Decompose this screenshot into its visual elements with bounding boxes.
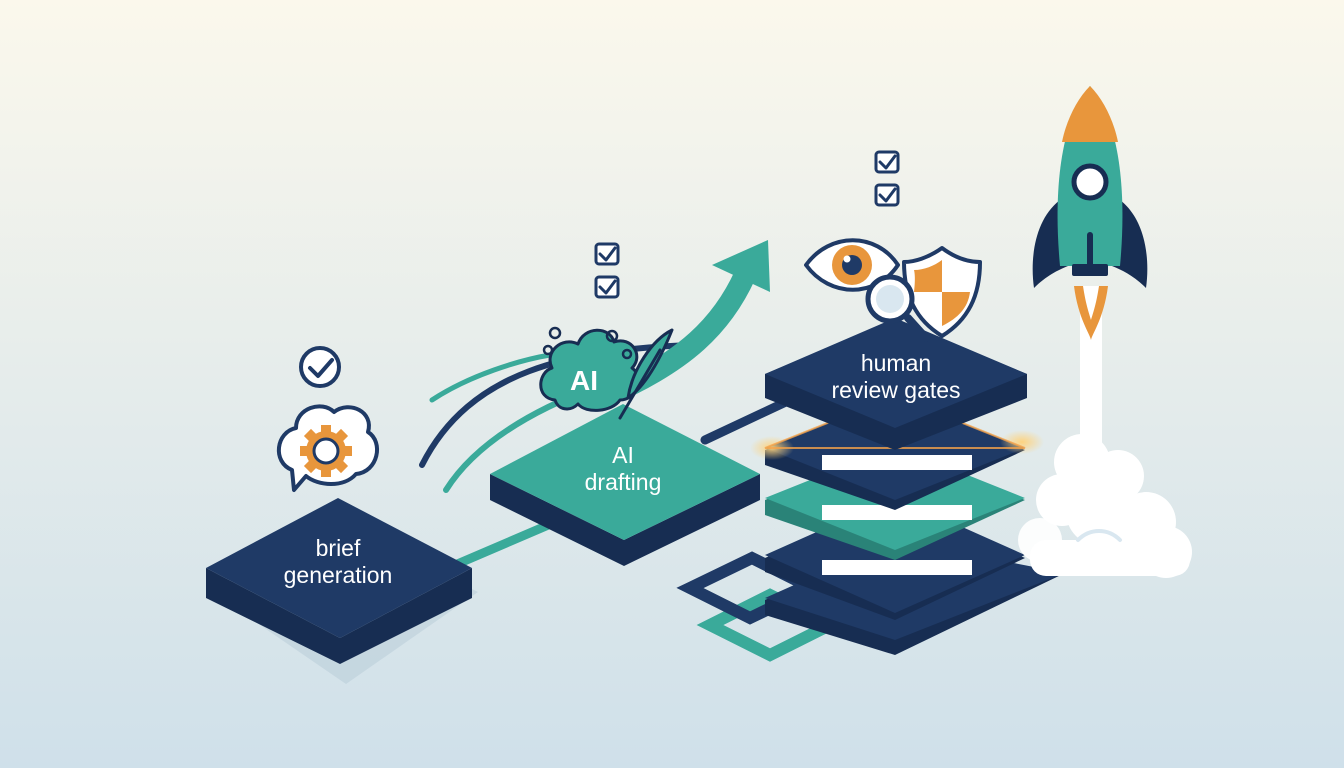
stage-3-label-line2: review gates <box>831 377 960 403</box>
connectors <box>450 395 795 570</box>
stage-2-side <box>490 474 760 566</box>
checkbox-icon <box>594 242 620 299</box>
eye-icon <box>804 238 900 292</box>
stage-1-label-line1: brief <box>316 535 361 561</box>
stage-2-label-line2: drafting <box>585 469 662 495</box>
checkbox-icon <box>874 150 900 207</box>
shield-icon <box>902 246 982 338</box>
stage-1-side <box>206 568 472 664</box>
stage-2-label-line1: AI <box>612 442 634 468</box>
ai-brain-icon: AI <box>539 326 641 412</box>
upward-arrow-head <box>712 240 770 292</box>
stage-3-top <box>765 318 1027 428</box>
speech-gear-icon <box>276 404 379 492</box>
stage-3-label-line1: human <box>861 350 931 376</box>
swoosh-navy-line <box>419 342 693 468</box>
stage-1-top <box>206 498 472 638</box>
connector-drafting-to-review <box>700 395 795 445</box>
ai-badge-label: AI <box>570 365 598 396</box>
check-circle-icon <box>299 346 341 388</box>
connector-brief-to-drafting <box>450 515 565 570</box>
quill-icon <box>618 328 674 420</box>
stage-brief-generation: brief generation <box>206 498 478 684</box>
stage-human-review-gates: human review gates <box>676 318 1065 662</box>
stage-2-top <box>490 404 760 540</box>
magnifier-icon <box>865 274 930 342</box>
swoosh-thin-line <box>429 352 553 403</box>
stage-ai-drafting: AI drafting <box>490 404 760 566</box>
rocket-icon <box>1032 86 1148 450</box>
cloud-icon <box>1018 434 1192 578</box>
stage-1-label-line2: generation <box>284 562 393 588</box>
